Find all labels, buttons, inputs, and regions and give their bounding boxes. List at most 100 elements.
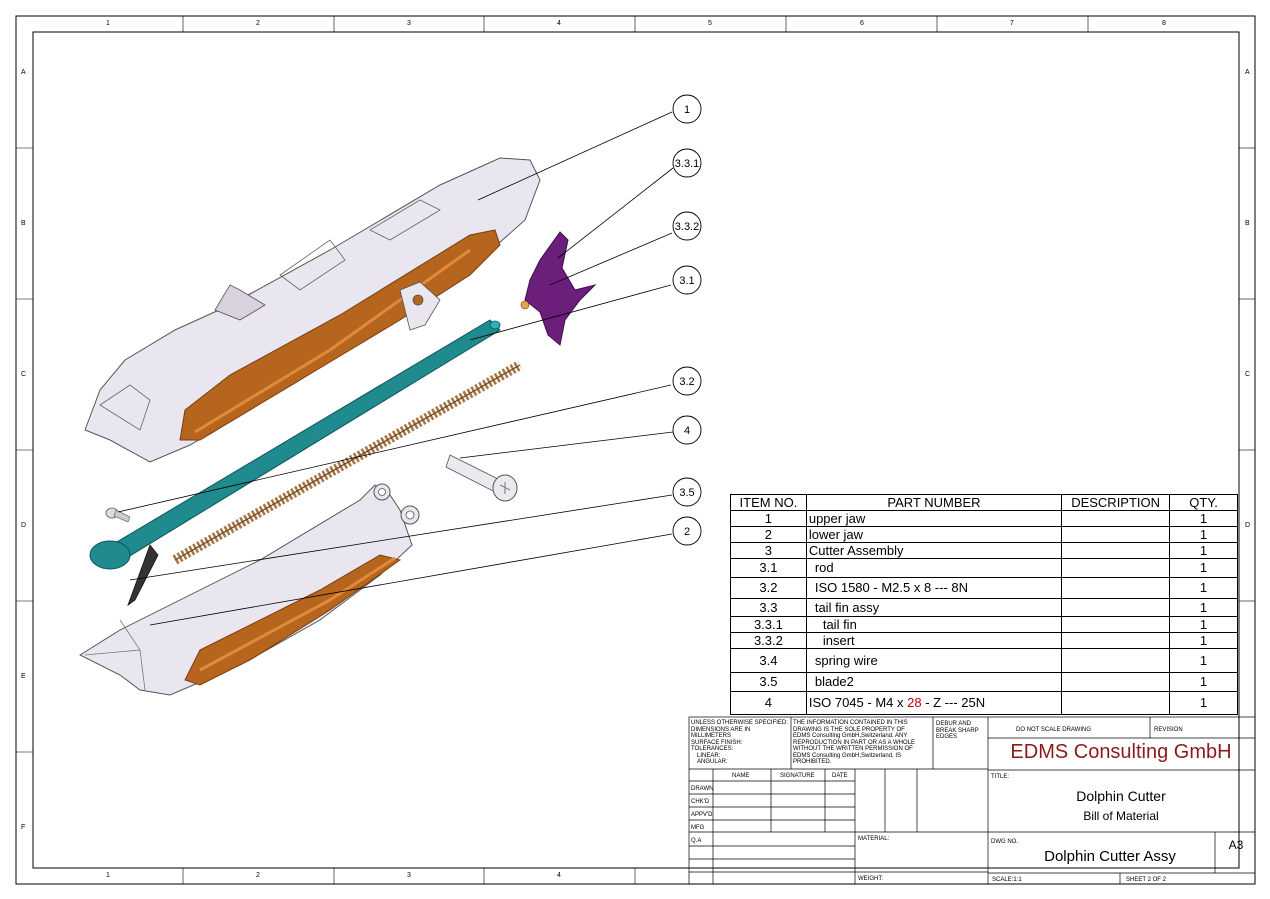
proprietary-line: EDMS Consulting GmbH,Switzerland. ANY bbox=[793, 733, 908, 739]
role-qa: Q.A bbox=[691, 838, 702, 844]
bom-part: blade2 bbox=[805, 672, 1063, 692]
date-col-label: DATE bbox=[832, 773, 848, 779]
upper-jaw-part bbox=[84, 157, 541, 463]
balloon-label: 3.3.1 bbox=[675, 158, 699, 170]
bom-part: tail fin assy bbox=[805, 598, 1063, 617]
deburr-line: BREAK SHARP bbox=[936, 727, 979, 734]
balloon-label: 3.2 bbox=[679, 376, 694, 388]
balloon-label: 1 bbox=[684, 104, 690, 116]
bom-qty: 1 bbox=[1169, 691, 1238, 715]
bom-qty: 1 bbox=[1169, 577, 1238, 599]
bom-item: 3.5 bbox=[730, 672, 807, 692]
bom-part: ISO 1580 - M2.5 x 8 --- 8N bbox=[805, 577, 1063, 599]
balloon bbox=[672, 415, 702, 445]
bom-qty: 1 bbox=[1169, 648, 1238, 673]
no-scale-note: DO NOT SCALE DRAWING bbox=[1016, 727, 1092, 733]
bom-item: 3.3.2 bbox=[730, 632, 807, 649]
weight-label: WEIGHT: bbox=[858, 876, 883, 882]
bom-part: ISO 7045 - M4 x 28 - Z --- 25N bbox=[805, 691, 1063, 715]
bom-desc bbox=[1061, 577, 1171, 599]
grid-col-label: 8 bbox=[1162, 20, 1166, 27]
grid-col-label: 4 bbox=[557, 872, 561, 879]
company-name: EDMS Consulting GmbH bbox=[1010, 741, 1232, 763]
bom-part: insert bbox=[805, 632, 1063, 649]
bom-qty: 1 bbox=[1169, 526, 1238, 543]
bom-item: 2 bbox=[730, 526, 807, 543]
scale-label: SCALE:1:1 bbox=[992, 877, 1022, 883]
bom-qty: 1 bbox=[1169, 616, 1238, 633]
bom-item: 3.2 bbox=[730, 577, 807, 599]
proprietary-line: REPRODUCTION IN PART OR AS A WHOLE bbox=[793, 739, 916, 746]
proprietary-line: WITHOUT THE WRITTEN PERMISSION OF bbox=[793, 746, 913, 752]
bom-desc bbox=[1061, 526, 1171, 543]
bom-item: 3 bbox=[730, 542, 807, 559]
deburr-line: DEBUR AND bbox=[936, 721, 972, 727]
grid-col-label: 5 bbox=[708, 20, 712, 27]
role-checked: CHK'D bbox=[691, 799, 710, 805]
title-label: TITLE: bbox=[991, 774, 1010, 780]
grid-col-label: 4 bbox=[557, 20, 561, 27]
grid-row-label: B bbox=[1245, 220, 1250, 227]
grid-col-label: 3 bbox=[407, 872, 411, 879]
balloon bbox=[672, 148, 702, 178]
balloon-label: 2 bbox=[684, 526, 690, 538]
proprietary-line: EDMS Consulting GmbH,Switzerland, IS bbox=[793, 752, 902, 759]
signature-col-label: SIGNATURE bbox=[780, 773, 815, 779]
name-col-label: NAME bbox=[732, 773, 750, 779]
small-screw-part bbox=[105, 507, 131, 523]
balloon bbox=[672, 265, 702, 295]
balloon-label: 3.5 bbox=[679, 487, 694, 499]
balloon-label: 4 bbox=[684, 425, 690, 437]
bom-part-a: ISO 7045 - M4 x bbox=[808, 695, 908, 710]
sheet-label: SHEET 2 OF 2 bbox=[1126, 877, 1166, 883]
bom-part: lower jaw bbox=[805, 526, 1063, 543]
proprietary-notice: THE INFORMATION CONTAINED IN THIS DRAWIN… bbox=[793, 720, 931, 766]
grid-col-label: 2 bbox=[256, 872, 260, 879]
grid-row-label: C bbox=[1245, 371, 1251, 378]
bom-qty: 1 bbox=[1169, 558, 1238, 578]
bom-desc bbox=[1061, 648, 1171, 673]
bom-part-c: - Z --- 25N bbox=[921, 695, 986, 710]
balloon bbox=[672, 211, 702, 241]
bom-item: 3.4 bbox=[730, 648, 807, 673]
revision-label: REVISION bbox=[1154, 727, 1183, 733]
tail-fin-part bbox=[520, 231, 597, 346]
bom-qty: 1 bbox=[1169, 598, 1238, 617]
grid-row-label: B bbox=[21, 220, 26, 227]
leader-lines bbox=[117, 111, 674, 626]
grid-row-label: F bbox=[21, 824, 26, 831]
bolt-part bbox=[445, 454, 518, 502]
dwg-no-label: DWG NO. bbox=[991, 839, 1018, 845]
bom-header-item: ITEM NO. bbox=[730, 494, 807, 511]
grid-col-label: 1 bbox=[106, 20, 110, 27]
bom-qty: 1 bbox=[1169, 632, 1238, 649]
bom-desc bbox=[1061, 616, 1171, 633]
proprietary-line: DRAWING IS THE SOLE PROPERTY OF bbox=[793, 726, 905, 733]
grid-col-label: 1 bbox=[106, 872, 110, 879]
dims-note: DIMENSIONS ARE IN MILLIMETERS bbox=[691, 726, 751, 740]
bom-item: 3.1 bbox=[730, 558, 807, 578]
spring-part bbox=[172, 360, 523, 565]
drawing-subtitle: Bill of Material bbox=[1083, 809, 1159, 823]
bom-qty: 1 bbox=[1169, 672, 1238, 692]
bom-header-qty: QTY. bbox=[1169, 494, 1238, 511]
balloon-label: 3.1 bbox=[679, 275, 694, 287]
bom-desc bbox=[1061, 558, 1171, 578]
tolerances-note: TOLERANCES: bbox=[691, 746, 734, 752]
balloon bbox=[672, 366, 702, 396]
material-label: MATERIAL: bbox=[858, 836, 890, 842]
bom-item: 3.3 bbox=[730, 598, 807, 617]
bom-desc bbox=[1061, 632, 1171, 649]
bom-header-desc: DESCRIPTION bbox=[1061, 494, 1171, 511]
bom-desc bbox=[1061, 598, 1171, 617]
grid-row-label: E bbox=[21, 673, 26, 680]
